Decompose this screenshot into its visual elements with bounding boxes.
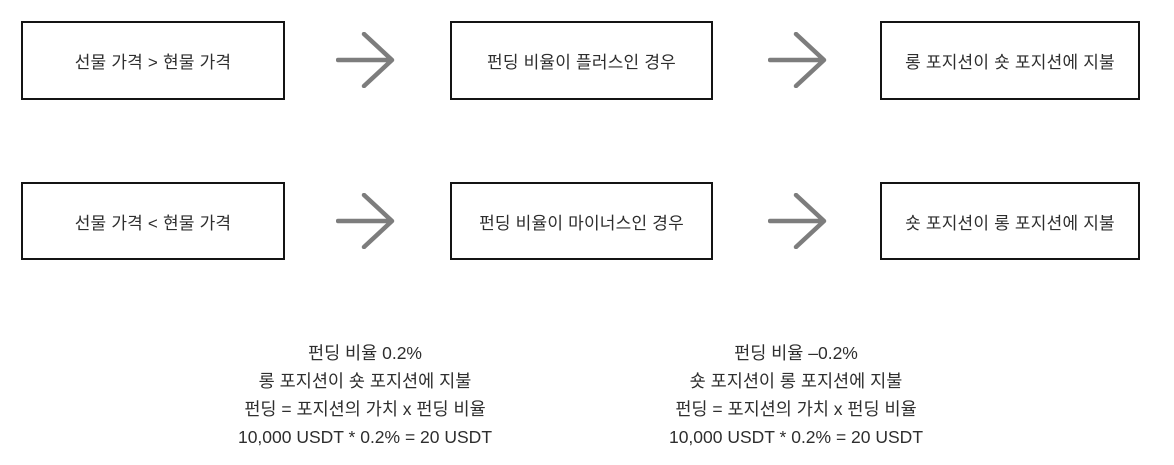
example-positive-funding: 펀딩 비율 0.2% 롱 포지션이 숏 포지션에 지불 펀딩 = 포지션의 가치… — [185, 339, 545, 451]
arrow-right-icon — [336, 193, 396, 249]
example-line: 펀딩 비율 –0.2% — [734, 343, 858, 363]
arrow-right-icon — [768, 193, 828, 249]
flow-box-positive-funding-rate: 펀딩 비율이 플러스인 경우 — [450, 21, 713, 100]
example-line: 숏 포지션이 롱 포지션에 지불 — [689, 371, 903, 391]
example-line: 10,000 USDT * 0.2% = 20 USDT — [237, 427, 493, 447]
example-line: 펀딩 = 포지션의 가치 x 펀딩 비율 — [244, 399, 486, 419]
example-line: 롱 포지션이 숏 포지션에 지불 — [258, 371, 472, 391]
flow-box-futures-lt-spot: 선물 가격 < 현물 가격 — [21, 182, 285, 260]
flow-box-long-pays-short: 롱 포지션이 숏 포지션에 지불 — [880, 21, 1140, 100]
flow-box-negative-funding-rate: 펀딩 비율이 마이너스인 경우 — [450, 182, 713, 260]
example-line: 펀딩 = 포지션의 가치 x 펀딩 비율 — [675, 399, 917, 419]
flow-box-short-pays-long: 숏 포지션이 롱 포지션에 지불 — [880, 182, 1140, 260]
example-line: 펀딩 비율 0.2% — [307, 343, 422, 363]
example-line: 10,000 USDT * 0.2% = 20 USDT — [668, 427, 924, 447]
arrow-right-icon — [768, 32, 828, 88]
arrow-right-icon — [336, 32, 396, 88]
example-negative-funding: 펀딩 비율 –0.2% 숏 포지션이 롱 포지션에 지불 펀딩 = 포지션의 가… — [616, 339, 976, 451]
flow-box-futures-gt-spot: 선물 가격 > 현물 가격 — [21, 21, 285, 100]
